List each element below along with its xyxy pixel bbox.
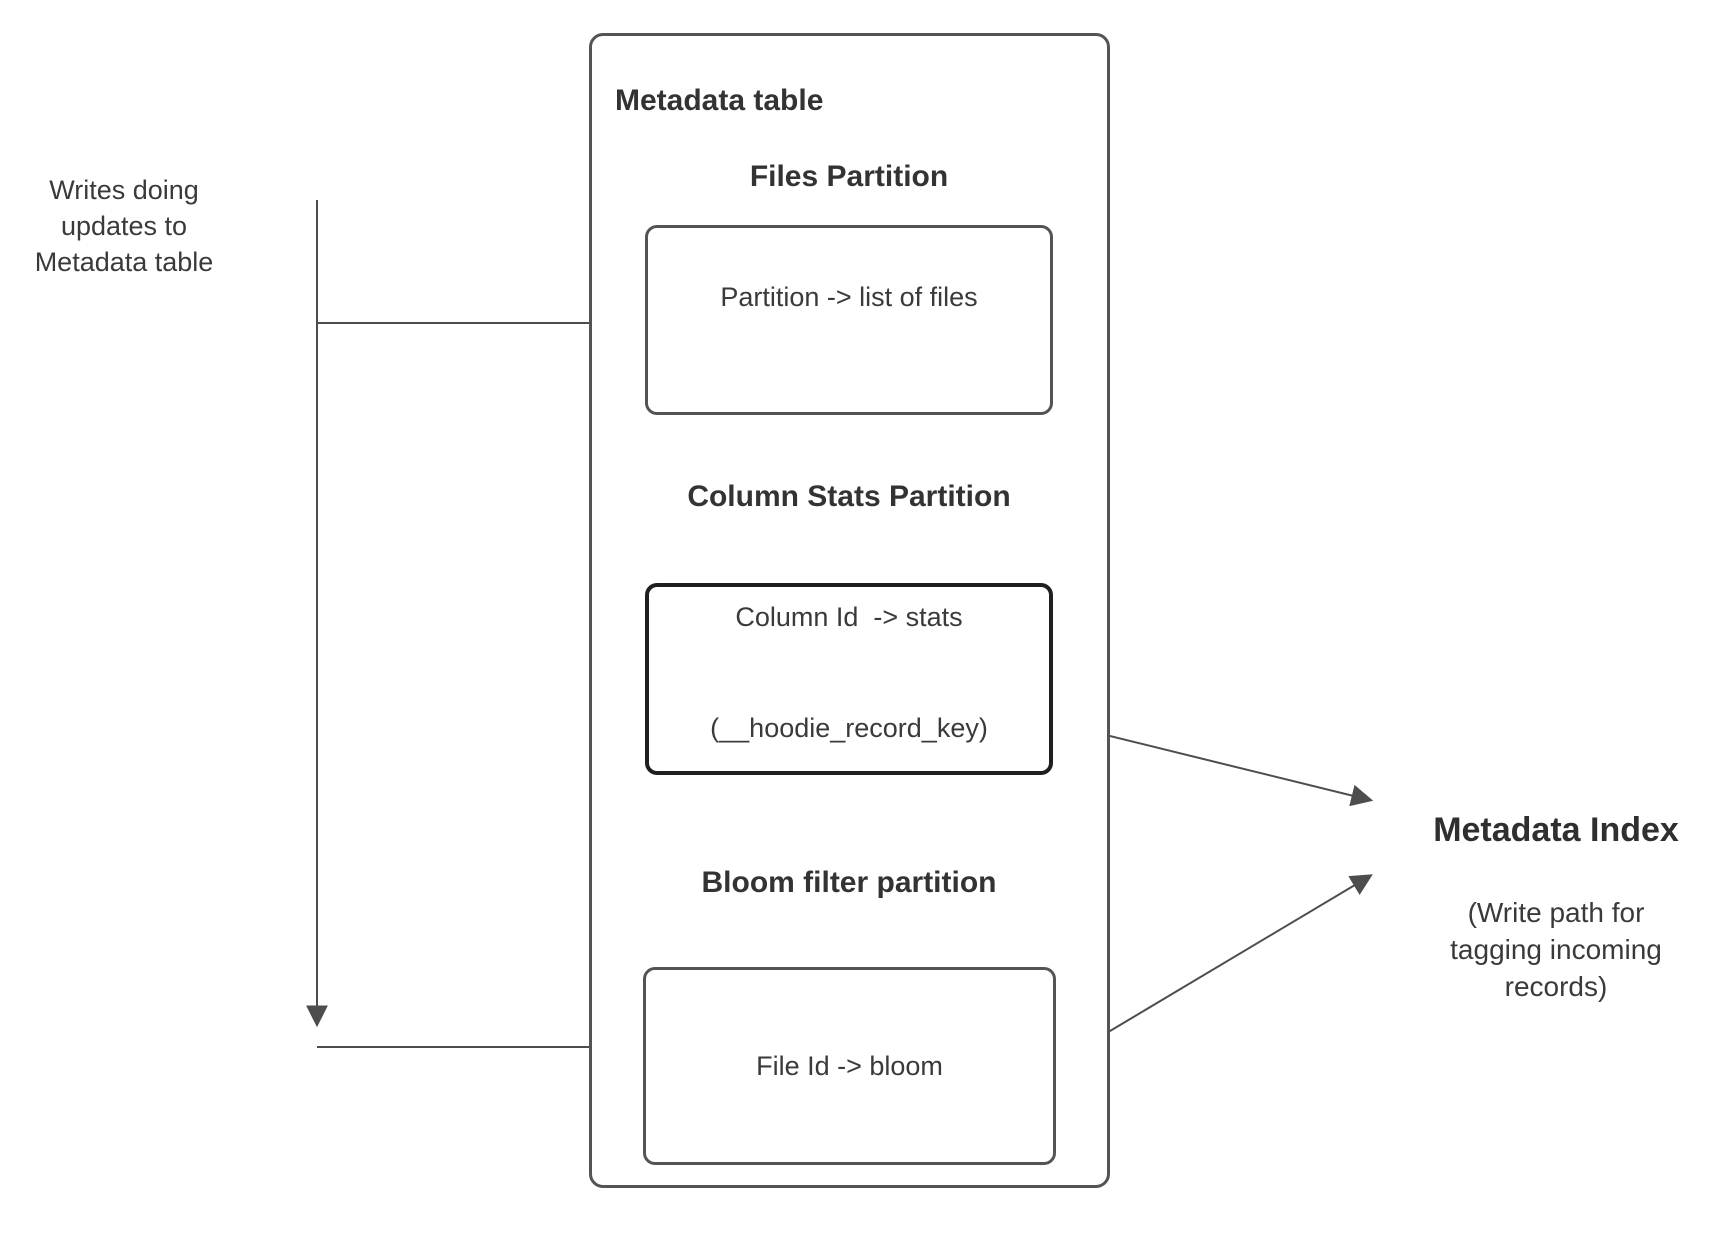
column-stats-partition-label: Column Id -> stats (__hoodie_record_key) — [710, 525, 988, 821]
column-stats-label-line: Column Id -> stats — [735, 602, 963, 632]
metadata-index-title: Metadata Index — [1433, 811, 1679, 849]
bloom-filter-partition-box: File Id -> bloom — [643, 967, 1056, 1165]
bloom-filter-partition-heading: Bloom filter partition — [701, 866, 997, 899]
column-stats-partition-heading: Column Stats Partition — [687, 480, 1011, 513]
metadata-table-title: Metadata table — [615, 84, 824, 117]
files-partition-box: Partition -> list of files — [645, 225, 1053, 415]
writes-updates-label: Writes doing updates to Metadata table — [34, 175, 214, 277]
files-partition-heading: Files Partition — [749, 160, 949, 193]
bloom-filter-partition-label: File Id -> bloom — [756, 1050, 943, 1081]
column-stats-label-detail: (__hoodie_record_key) — [710, 713, 988, 743]
files-partition-label: Partition -> list of files — [720, 281, 978, 312]
metadata-index-subtitle: (Write path for tagging incoming records… — [1450, 897, 1662, 1002]
column-stats-partition-box: Column Id -> stats (__hoodie_record_key) — [645, 583, 1053, 775]
